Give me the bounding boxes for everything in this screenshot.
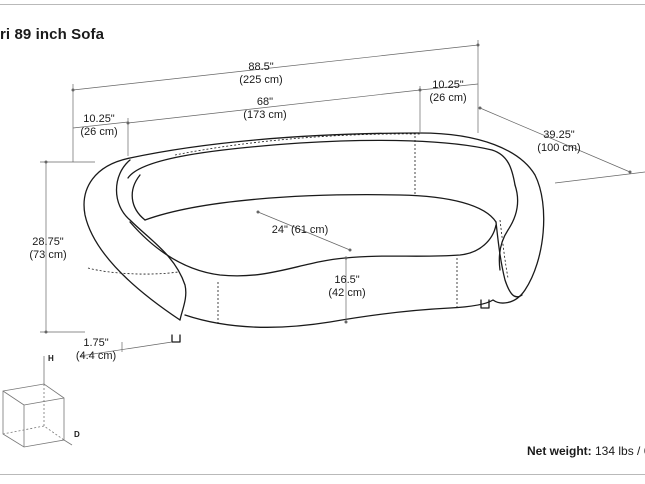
sofa-left-arm-inner [116,159,187,321]
depth-imperial: 39.25" [543,129,575,141]
seat-height-metric: (42 cm) [328,287,366,299]
height-label: 28.75" (73 cm) [26,236,70,262]
leg-left [171,334,181,343]
seam-left-arm [87,267,179,275]
inner-width-label: 68" (173 cm) [240,96,290,122]
sofa-right-arm [495,221,523,298]
leg-height-metric: (4.4 cm) [75,350,117,362]
depth-metric: (100 cm) [537,142,581,154]
sofa-right-arm-inner [498,184,519,271]
leg-height-label: 1.75" (4.4 cm) [74,337,118,363]
overall-width-imperial: 88.5" [248,61,274,73]
leg-right [480,299,490,309]
inner-width-metric: (173 cm) [243,109,287,121]
arm-right-metric: (26 cm) [429,92,467,104]
arm-right-imperial: 10.25" [432,79,464,91]
seat-height-imperial: 16.5" [334,274,360,286]
arm-left-metric: (26 cm) [80,126,118,138]
arm-left-imperial: 10.25" [83,113,115,125]
dimension-ticks [44,43,632,334]
arm-left-label: 10.25" (26 cm) [77,113,121,139]
height-metric: (73 cm) [29,249,67,261]
height-imperial: 28.75" [32,236,64,248]
axis-cube [2,356,73,448]
leg-height-imperial: 1.75" [83,337,109,349]
seat-height-label: 16.5" (42 cm) [325,274,369,300]
depth-label: 39.25" (100 cm) [534,129,584,155]
net-weight: Net weight: 134 lbs / 6 [527,444,645,458]
sofa-outer-shell [83,132,545,321]
seat-depth-label: 24" (61 cm) [271,224,329,236]
top-border [0,4,645,5]
bottom-border [0,474,645,475]
seat-base-line [184,299,494,328]
seam-back [174,133,421,156]
sofa-left-arm-front [131,174,146,221]
inner-width-imperial: 68" [256,96,274,108]
seat-front-edge [129,221,497,277]
axis-h-label: H [48,354,54,363]
net-weight-value: 134 lbs / 6 [591,444,645,458]
arm-right-label: 10.25" (26 cm) [426,79,470,105]
overall-width-label: 88.5" (225 cm) [236,61,286,87]
seat-back-line [144,194,497,223]
product-title: ri 89 inch Sofa [0,26,105,43]
sofa-back-inner-edge [127,139,516,186]
net-weight-label: Net weight: [527,444,592,458]
axis-d-label: D [74,430,80,439]
seam-right-arm [499,219,509,279]
overall-width-metric: (225 cm) [239,74,283,86]
